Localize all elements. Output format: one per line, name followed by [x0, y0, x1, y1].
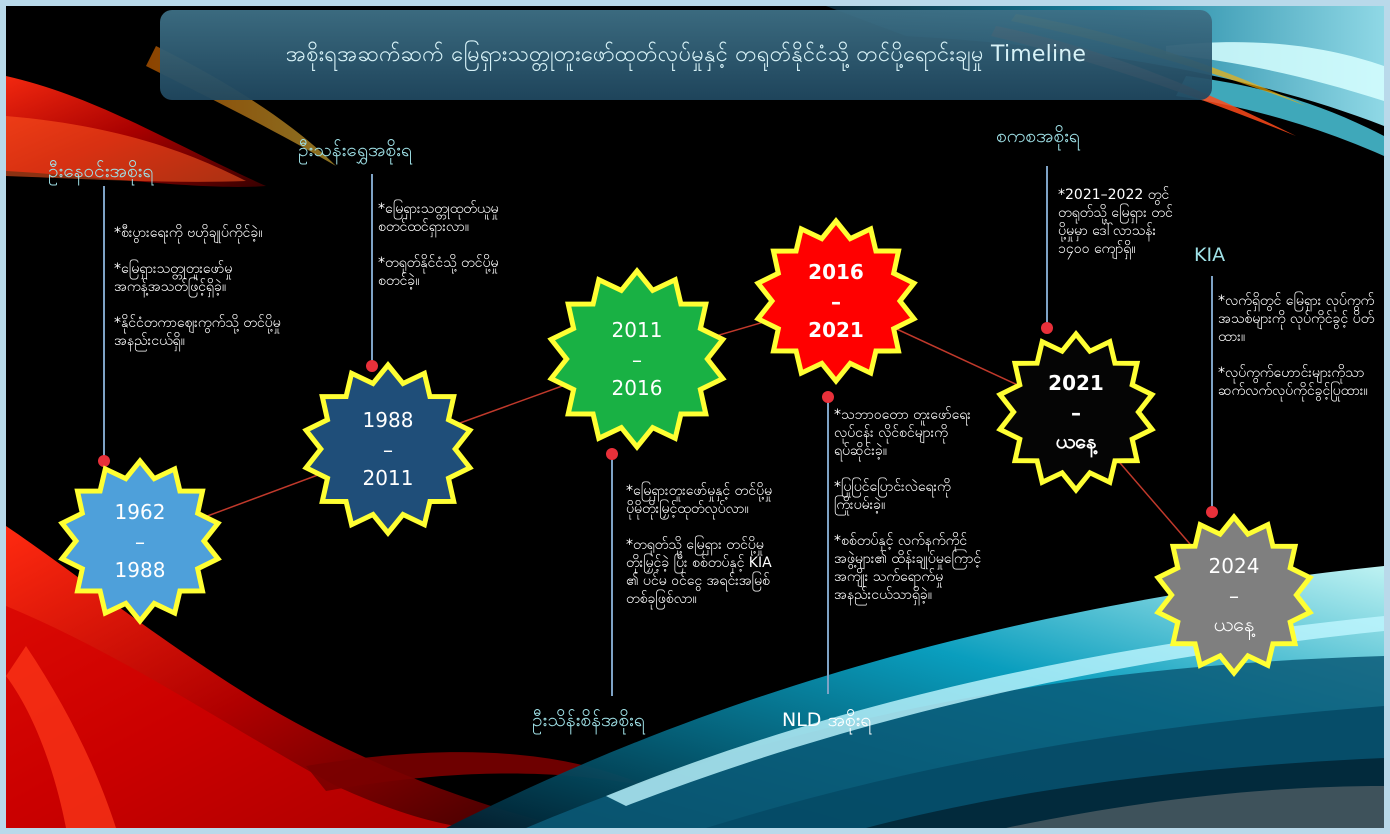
note-item: *ပြုပြင်ပြောင်းလဲရေးကို ကြိုးပမ်းခဲ့။ [834, 479, 951, 513]
page-title: အစိုးရအဆက်ဆက် မြေရှားသတ္တုတူးဖော်ထုတ်လုပ… [285, 41, 1087, 67]
notes-1962-1988: *စီးပွားရေးကို ဗဟိုချုပ်ကိုင်ခဲ့။ *မြေရှ… [114, 224, 289, 368]
government-label-sac: စကစအစိုးရ [996, 125, 1080, 147]
government-label-nld: NLD အစိုးရ [782, 709, 872, 731]
notes-kia-2024: *လက်ရှိတွင် မြေရှား လုပ်ကွက်အသစ်များကို … [1218, 292, 1378, 418]
notes-2021-today: *2021–2022 တွင် တရုတ်သို့ မြေရှား တင်ပို… [1058, 186, 1178, 276]
notes-2016-2021: *သဘာဝတော တူးဖော်ရေးလုပ်ငန်း လိုင်စင်များ… [834, 406, 984, 622]
note-item: *မြေရှားသတ္တုတူးဖော်မှု အကန့်အသတ်ဖြင့်ရှ… [114, 261, 233, 295]
note-item: *2021–2022 တွင် တရုတ်သို့ မြေရှား တင်ပို… [1058, 187, 1173, 257]
note-item: *လက်ရှိတွင် မြေရှား လုပ်ကွက်အသစ်များကို … [1218, 293, 1375, 345]
note-item: *တရုတ်သို့ မြေရှား တင်ပို့မှု တိုးမြှင့်… [626, 537, 772, 607]
note-item: *စစ်တပ်နှင့် လက်နက်ကိုင်အဖွဲ့များ၏ ထိန်း… [834, 533, 982, 603]
note-item: *မြေရှားသတ္တုထုတ်ယူမှု စတင်ထင်ရှားလာ။ [378, 201, 499, 235]
note-item: *စီးပွားရေးကို ဗဟိုချုပ်ကိုင်ခဲ့။ [114, 225, 263, 241]
government-label-thein-sein: ဦးသိန်းစိန်အစိုးရ [532, 709, 645, 731]
note-item: *လုပ်ကွက်ဟောင်းများကိုသာ ဆက်လက်လုပ်ကိုင်… [1218, 365, 1368, 399]
government-label-kia: KIA [1194, 244, 1226, 266]
notes-2011-2016: *မြေရှားတူးဖော်မှုနှင့် တင်ပို့မှု ပိုမိ… [626, 482, 776, 626]
note-item: *သဘာဝတော တူးဖော်ရေးလုပ်ငန်း လိုင်စင်များ… [834, 407, 971, 459]
notes-1988-2011: *မြေရှားသတ္တုထုတ်ယူမှု စတင်ထင်ရှားလာ။ *တ… [378, 200, 528, 308]
slide: အစိုးရအဆက်ဆက် မြေရှားသတ္တုတူးဖော်ထုတ်လုပ… [6, 6, 1384, 828]
note-item: *နိုင်ငံတကာဈေးကွက်သို့ တင်ပို့မှု အနည်းင… [114, 315, 281, 349]
note-item: *တရုတ်နိုင်ငံသို့ တင်ပို့မှု စတင်ခဲ့။ [378, 255, 499, 289]
background-swooshes [6, 6, 1384, 828]
government-label-ne-win: ဦးနေဝင်းအစိုးရ [48, 160, 154, 182]
title-banner: အစိုးရအဆက်ဆက် မြေရှားသတ္တုတူးဖော်ထုတ်လုပ… [160, 10, 1212, 100]
government-label-than-shwe: ဦးသန်းရွှေအစိုးရ [298, 139, 412, 161]
note-item: *မြေရှားတူးဖော်မှုနှင့် တင်ပို့မှု ပိုမိ… [626, 483, 772, 517]
